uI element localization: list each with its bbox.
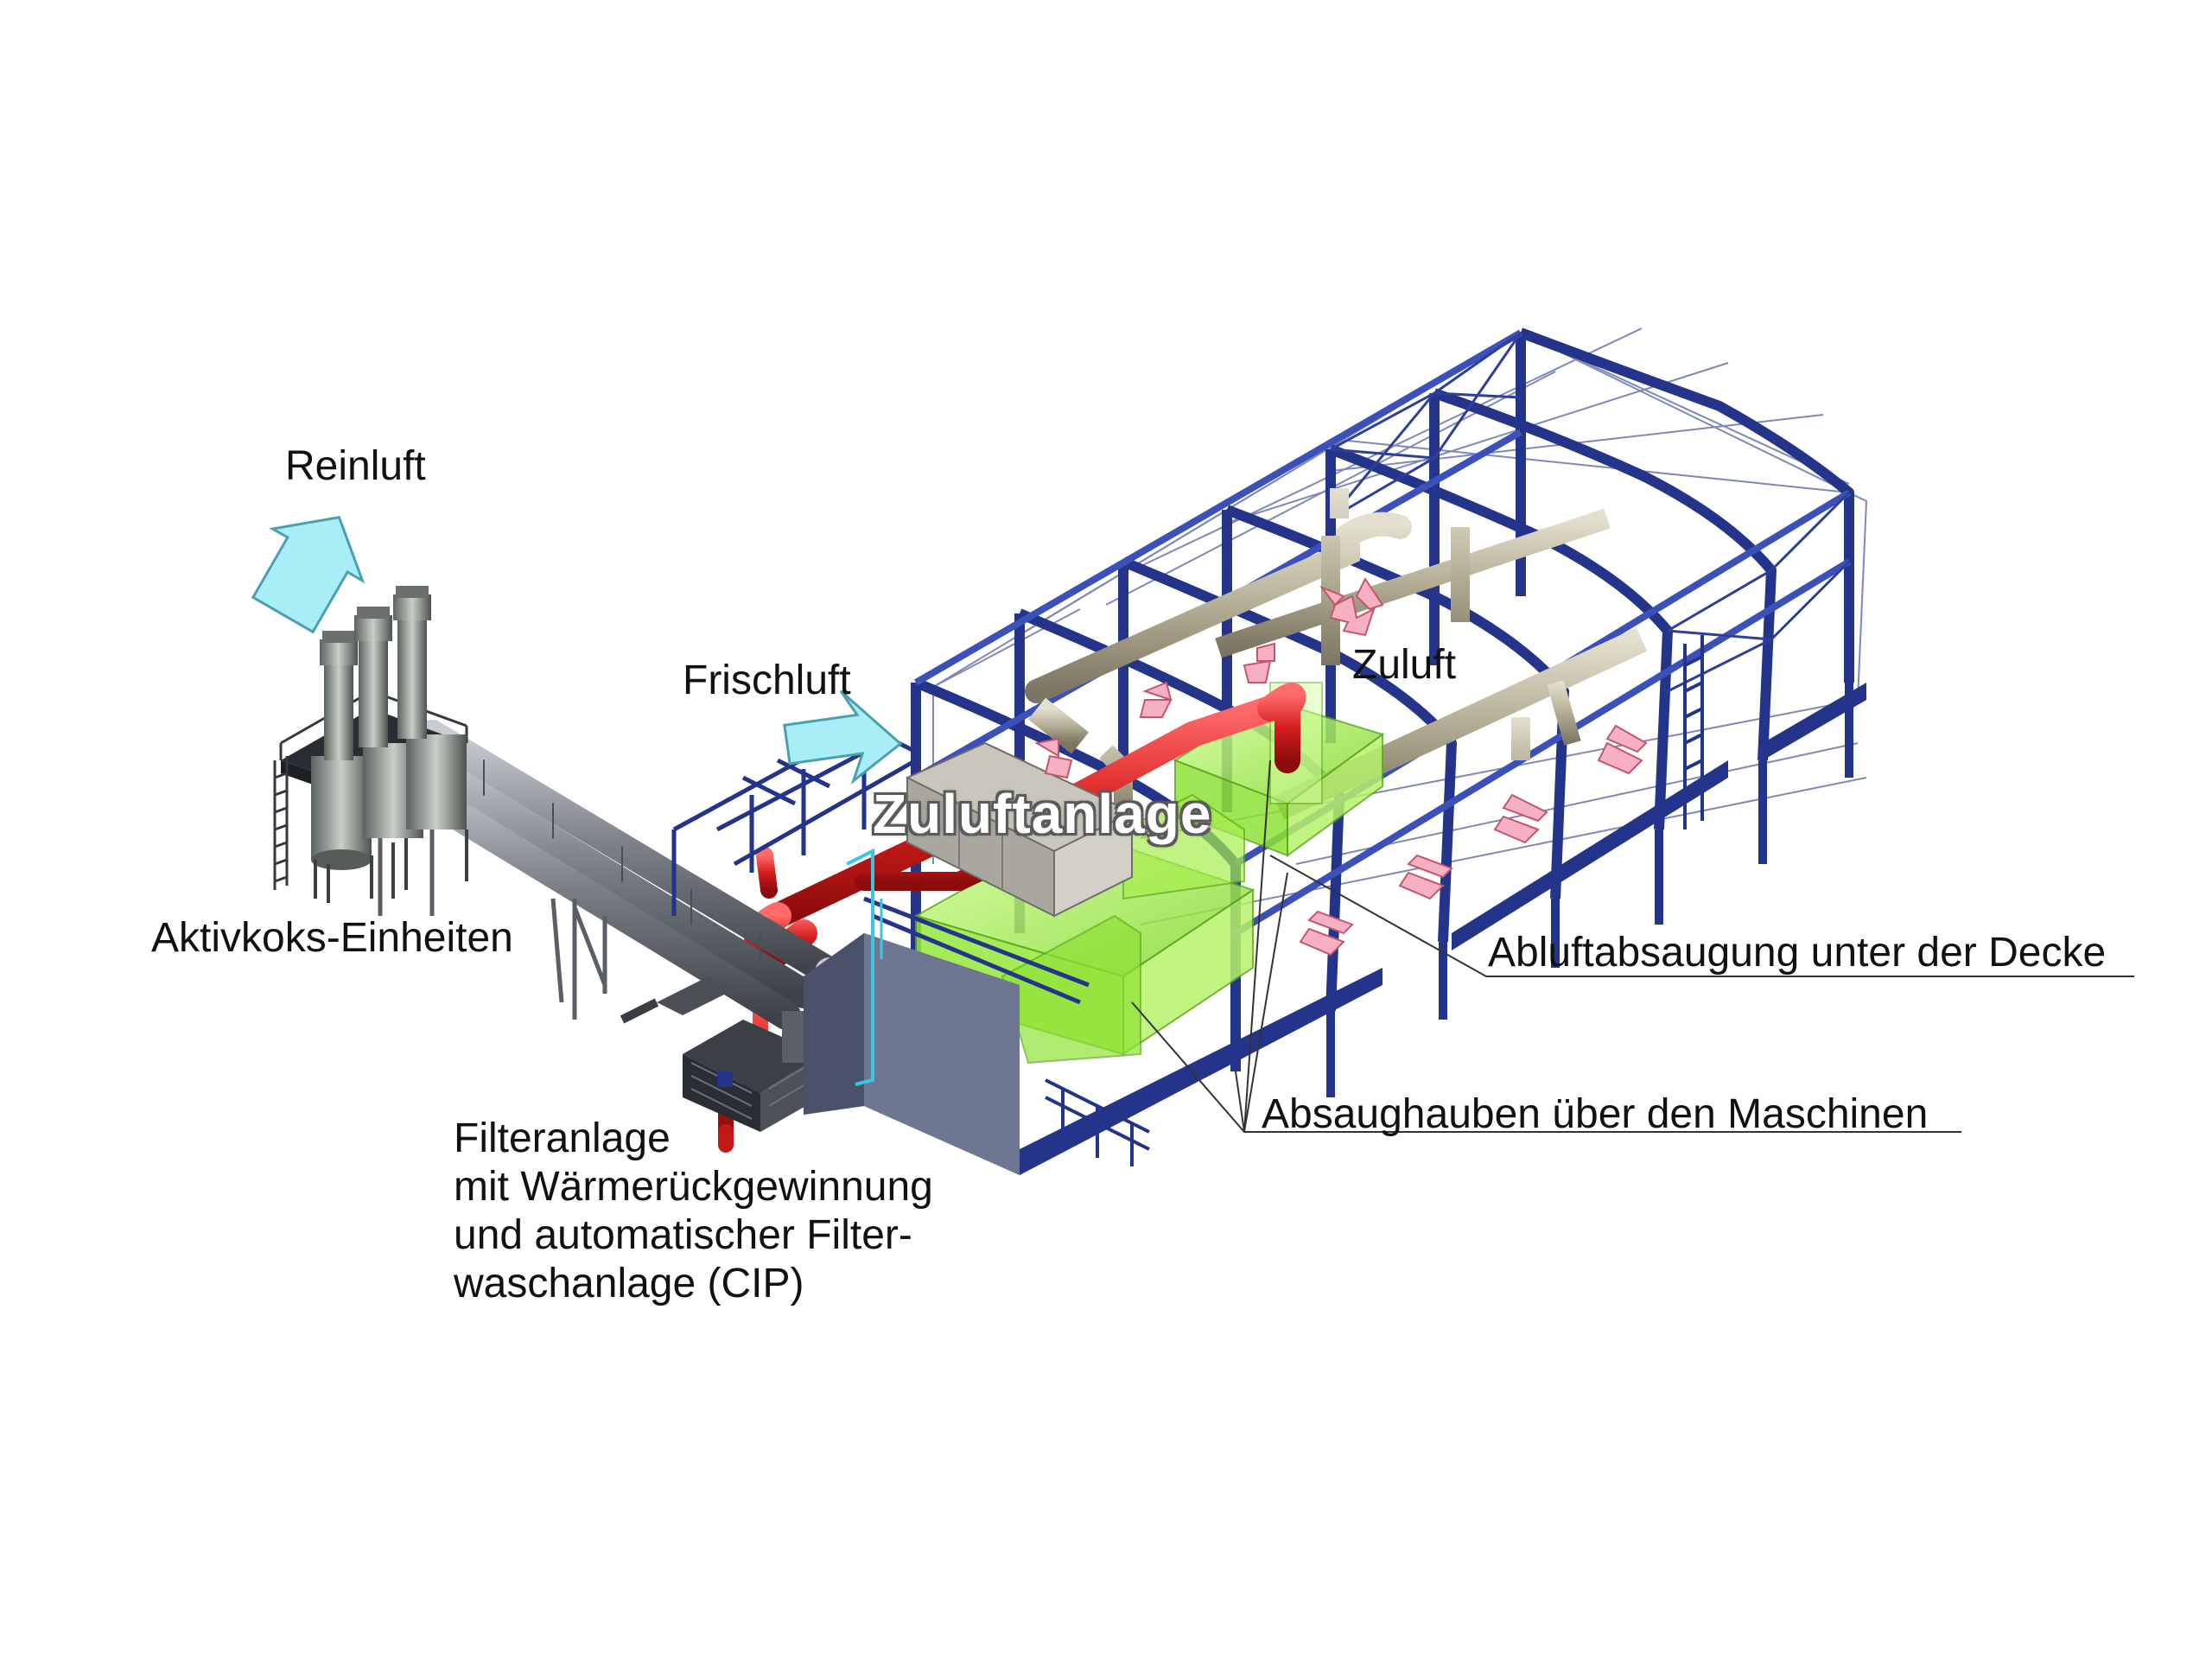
supply-air-unit (671, 723, 1150, 1175)
duct-supports (378, 821, 607, 1020)
label-filteranlage-line-4: waschanlage (CIP) (454, 1261, 804, 1306)
label-filteranlage-line-1: Filteranlage (454, 1116, 671, 1161)
activated-carbon-units (273, 586, 468, 903)
label-frischluft: Frischluft (683, 658, 851, 703)
fresh-air-arrow (783, 690, 903, 785)
label-aktivkoks-einheiten: Aktivkoks-Einheiten (151, 915, 513, 961)
leader-lines (1131, 760, 2134, 1133)
label-abluftabsaugung: Abluftabsaugung unter der Decke (1488, 930, 2107, 976)
label-filteranlage-line-3: und automatischer Filter- (454, 1212, 912, 1258)
clean-air-up-arrow (251, 516, 365, 634)
label-zuluft: Zuluft (1352, 642, 1457, 688)
label-filteranlage: Filteranlage mit Wärmerückgewinnung und … (454, 1115, 933, 1308)
label-filteranlage-line-2: mit Wärmerückgewinnung (454, 1164, 933, 1210)
label-absaughauben: Absaughauben über den Maschinen (1262, 1091, 1929, 1137)
supply-air-arrows (1034, 577, 1648, 957)
label-reinluft: Reinluft (285, 443, 426, 489)
label-zuluftanlage: Zuluftanlage (873, 783, 1212, 845)
